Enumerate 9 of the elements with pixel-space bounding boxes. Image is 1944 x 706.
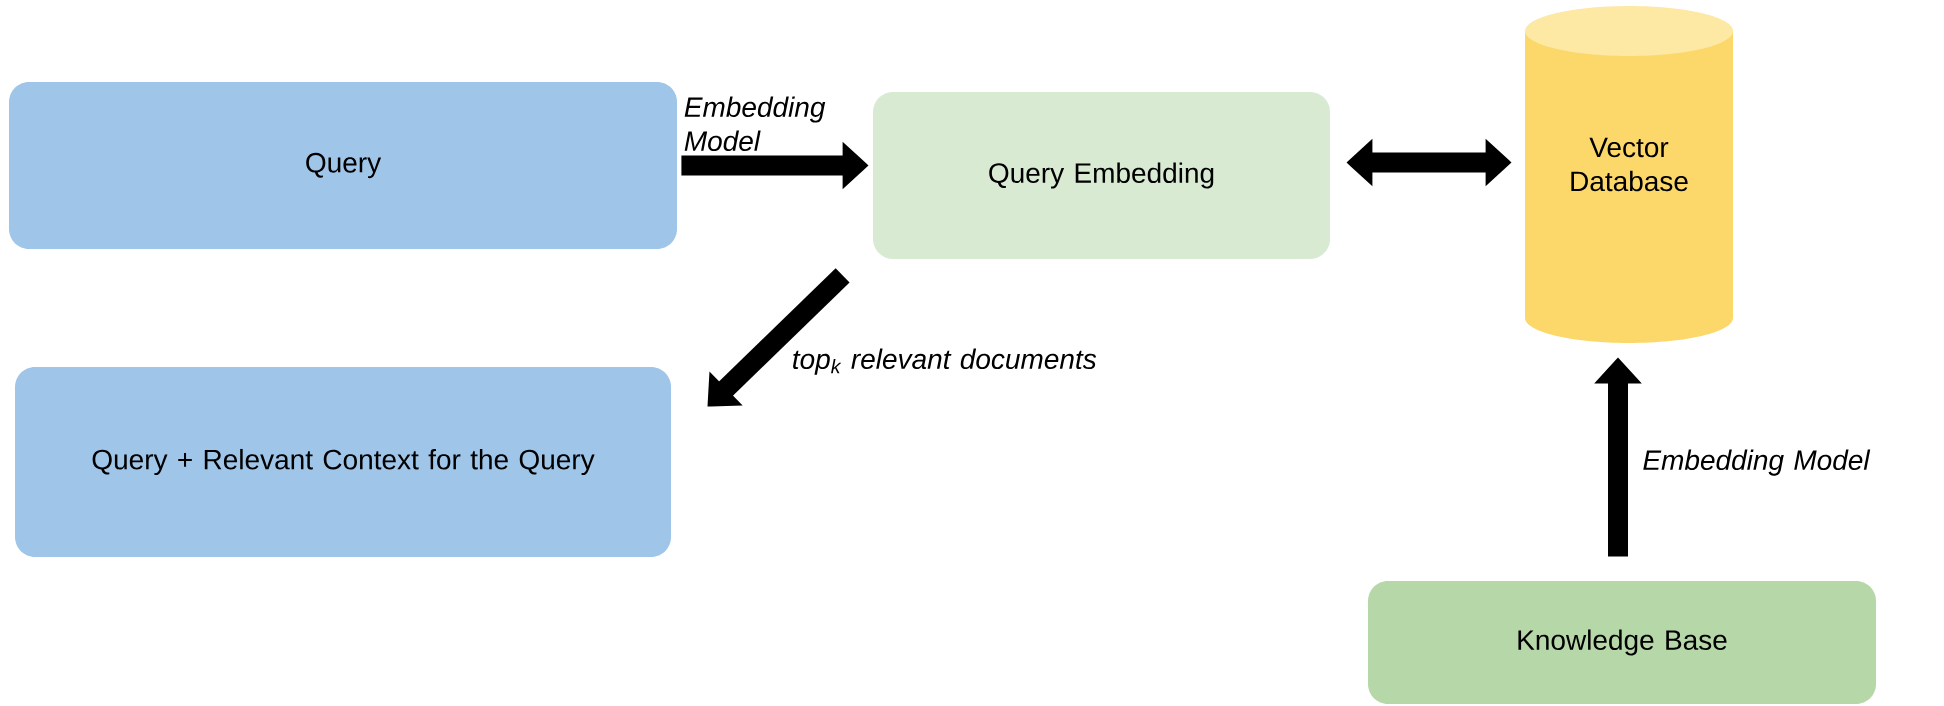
edge-label: top$_{k}$ relevant documents: [793, 348, 1097, 375]
query-box: Query: [9, 82, 677, 249]
context-box: Query + Relevant Context for the Query: [15, 367, 671, 557]
edge-label: Embedding Model: [1643, 449, 1871, 476]
arrow: [707, 268, 850, 407]
database-cylinder: Vector Database: [1525, 6, 1733, 343]
process-box: Query Embedding: [873, 92, 1330, 259]
edge-label: Embedding Model: [684, 96, 826, 152]
source-box: Knowledge Base: [1368, 581, 1876, 704]
